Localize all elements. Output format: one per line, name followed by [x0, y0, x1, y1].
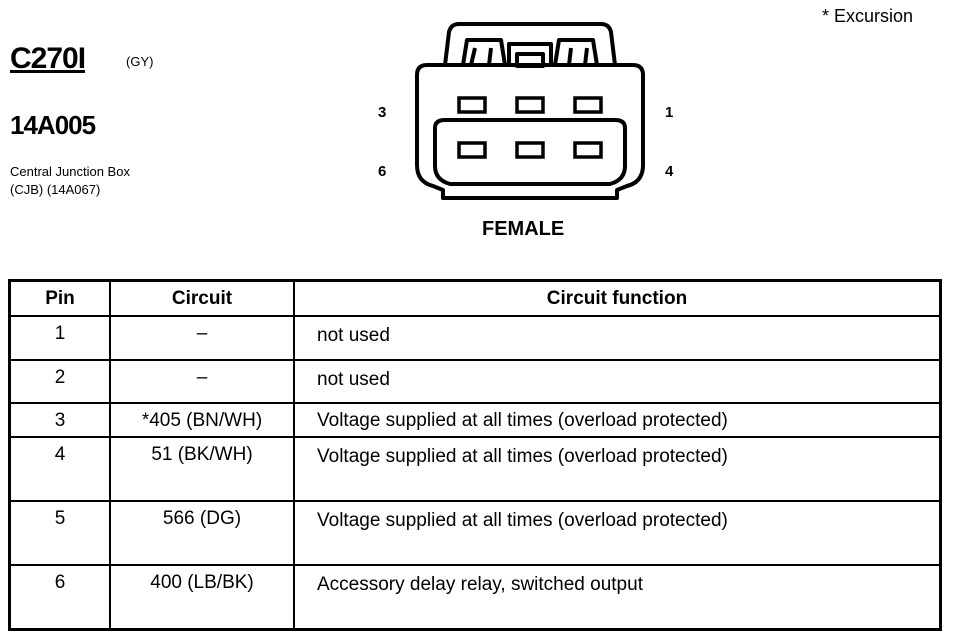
table-row: 2 – not used: [8, 359, 942, 404]
header-pin: Pin: [8, 279, 111, 317]
pin-label-4: 4: [665, 163, 674, 180]
table-row: 6 400 (LB/BK) Accessory delay relay, swi…: [8, 564, 942, 631]
cell-circuit: –: [109, 359, 295, 404]
cell-function: Voltage supplied at all times (overload …: [293, 500, 942, 566]
cavity-5: [515, 141, 545, 159]
header-circuit: Circuit: [109, 279, 295, 317]
cell-function: Accessory delay relay, switched output: [293, 564, 942, 631]
cavity-1: [573, 96, 603, 114]
connector-face-diagram: [415, 22, 645, 200]
cavity-2: [515, 96, 545, 114]
cell-function: Voltage supplied at all times (overload …: [293, 436, 942, 502]
connector-id: C270I: [10, 42, 86, 75]
cell-function: Voltage supplied at all times (overload …: [293, 402, 942, 438]
connector-latch: [443, 22, 617, 66]
cell-function: not used: [293, 359, 942, 404]
connector-insert: [433, 118, 627, 186]
pin-label-3: 3: [378, 104, 387, 121]
table-row: 4 51 (BK/WH) Voltage supplied at all tim…: [8, 436, 942, 502]
table-row: 5 566 (DG) Voltage supplied at all times…: [8, 500, 942, 566]
part-number: 14A005: [10, 110, 96, 140]
pin-label-1: 1: [665, 104, 674, 121]
pin-function-table: Pin Circuit Circuit function 1 – not use…: [8, 279, 942, 631]
cell-circuit: 566 (DG): [109, 500, 295, 566]
cell-circuit: –: [109, 315, 295, 361]
description-line-2: (CJB) (14A067): [10, 182, 101, 197]
cell-circuit: 400 (LB/BK): [109, 564, 295, 631]
cell-circuit: *405 (BN/WH): [109, 402, 295, 438]
cell-circuit: 51 (BK/WH): [109, 436, 295, 502]
cell-pin: 4: [8, 436, 111, 502]
table-header-row: Pin Circuit Circuit function: [8, 279, 942, 317]
header-circuit-function: Circuit function: [293, 279, 942, 317]
connector-description: Central Junction Box (CJB) (14A067): [10, 163, 230, 199]
connector-body: [415, 63, 645, 200]
cavity-6: [457, 141, 487, 159]
excursion-note: * Excursion: [822, 6, 914, 26]
connector-color: (GY): [126, 54, 154, 69]
pin-label-6: 6: [378, 163, 387, 180]
table-row: 1 – not used: [8, 315, 942, 361]
description-line-1: Central Junction Box: [10, 164, 130, 179]
cell-function: not used: [293, 315, 942, 361]
cell-pin: 6: [8, 564, 111, 631]
table-row: 3 *405 (BN/WH) Voltage supplied at all t…: [8, 402, 942, 438]
cell-pin: 2: [8, 359, 111, 404]
cavity-4: [573, 141, 603, 159]
connector-gender: FEMALE: [482, 218, 565, 240]
cell-pin: 1: [8, 315, 111, 361]
cell-pin: 5: [8, 500, 111, 566]
cavity-3: [457, 96, 487, 114]
cell-pin: 3: [8, 402, 111, 438]
